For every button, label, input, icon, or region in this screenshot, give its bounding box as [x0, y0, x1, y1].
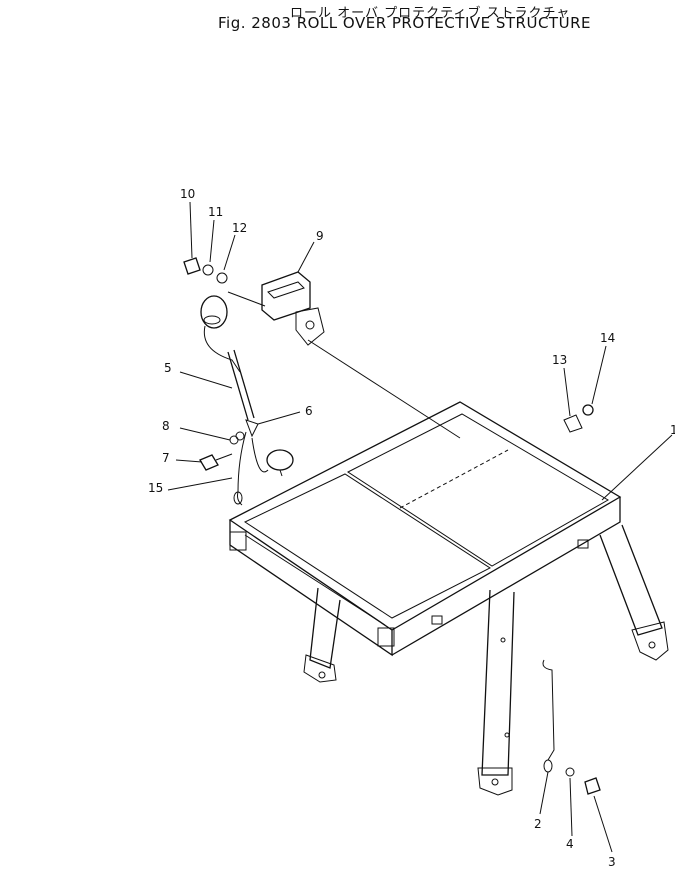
- callout-6: 6: [305, 404, 313, 418]
- hardware: [183, 257, 601, 795]
- leader-lines: [167, 201, 673, 853]
- callout-15: 15: [148, 481, 163, 495]
- callout-4: 4: [566, 837, 574, 851]
- callout-5: 5: [164, 361, 172, 375]
- callout-2: 2: [534, 817, 542, 831]
- callout-3: 3: [608, 855, 616, 869]
- callout-9: 9: [316, 229, 324, 243]
- figure-title-japanese: ロール オーバ プロテクティブ ストラクチャ: [290, 6, 571, 21]
- callout-8: 8: [162, 419, 170, 433]
- callout-10: 10: [180, 187, 195, 201]
- callout-12: 12: [232, 221, 247, 235]
- callout-14: 14: [600, 331, 615, 345]
- wiring-harness: [227, 349, 255, 421]
- callout-13: 13: [552, 353, 567, 367]
- callout-11: 11: [208, 205, 223, 219]
- work-lamp-lower: [233, 431, 294, 506]
- lamp-bracket: [261, 271, 461, 439]
- work-lamp-upper: [200, 291, 266, 373]
- figure-title: Fig. 2803 ROLL OVER PROTECTIVE STRUCTURE: [218, 14, 591, 32]
- callout-1: 1: [670, 423, 675, 437]
- callout-7: 7: [162, 451, 170, 465]
- rops-canopy-frame: [228, 401, 669, 796]
